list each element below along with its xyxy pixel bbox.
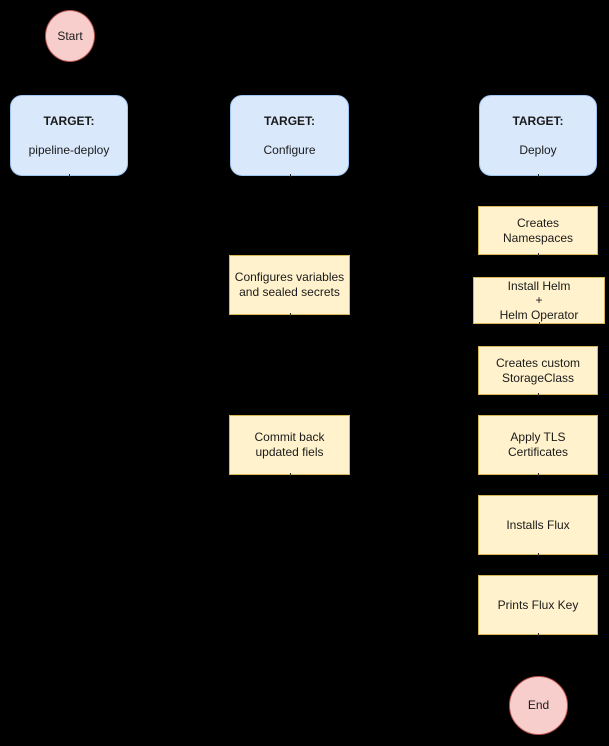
node-deploy-step-label: Apply TLS Certificates — [507, 430, 569, 459]
node-deploy-step[interactable]: Prints Flux Key — [478, 575, 598, 635]
node-configure-step-label: Commit back updated fiels — [254, 430, 325, 459]
edge-stub — [538, 553, 539, 556]
node-deploy-step-label: Creates Namespaces — [502, 215, 574, 245]
node-deploy-step[interactable]: Install Helm + Helm Operator — [473, 277, 605, 324]
node-target-pipeline-deploy[interactable]: TARGET: pipeline-deploy — [10, 95, 128, 176]
edge-stub — [539, 322, 540, 325]
node-start-label: Start — [57, 28, 83, 43]
edge-stub — [290, 174, 291, 177]
node-target-configure-subtitle: Configure — [263, 142, 316, 157]
edge-stub — [538, 253, 539, 256]
node-target-configure[interactable]: TARGET: Configure — [230, 95, 349, 176]
node-end[interactable]: End — [509, 676, 568, 735]
edge-stub — [538, 174, 539, 177]
node-target-deploy[interactable]: TARGET: Deploy — [479, 95, 597, 176]
node-deploy-step[interactable]: Apply TLS Certificates — [478, 415, 598, 475]
edge-stub — [538, 633, 539, 636]
edge-stub — [538, 393, 539, 396]
node-target-deploy-subtitle: Deploy — [519, 142, 557, 157]
node-end-label: End — [527, 698, 550, 713]
node-deploy-step[interactable]: Installs Flux — [478, 495, 598, 555]
edge-stub — [290, 313, 291, 316]
node-target-configure-title: TARGET: — [263, 113, 316, 128]
node-deploy-step-label: Creates custom StorageClass — [495, 355, 581, 385]
edge-stub — [538, 473, 539, 476]
node-target-deploy-text: TARGET: Deploy — [480, 99, 596, 172]
edge-stub — [290, 473, 291, 476]
node-configure-step-label: Configures variables and sealed secrets — [234, 270, 345, 299]
node-deploy-step-label: Prints Flux Key — [497, 597, 579, 612]
node-deploy-step-label: Installs Flux — [506, 517, 570, 532]
node-target-pipeline-deploy-title: TARGET: — [43, 113, 95, 128]
node-configure-step[interactable]: Configures variables and sealed secrets — [229, 255, 350, 315]
node-configure-step[interactable]: Commit back updated fiels — [229, 415, 350, 475]
node-target-pipeline-deploy-subtitle: pipeline-deploy — [28, 142, 110, 157]
node-target-deploy-title: TARGET: — [512, 113, 564, 128]
node-deploy-step-label: Install Helm + Helm Operator — [499, 278, 579, 322]
node-target-configure-text: TARGET: Configure — [231, 99, 348, 172]
node-deploy-step[interactable]: Creates custom StorageClass — [478, 346, 598, 395]
edge-stub — [69, 174, 70, 177]
node-deploy-step[interactable]: Creates Namespaces — [478, 206, 598, 255]
node-target-pipeline-deploy-text: TARGET: pipeline-deploy — [11, 99, 127, 172]
node-start[interactable]: Start — [45, 10, 95, 62]
